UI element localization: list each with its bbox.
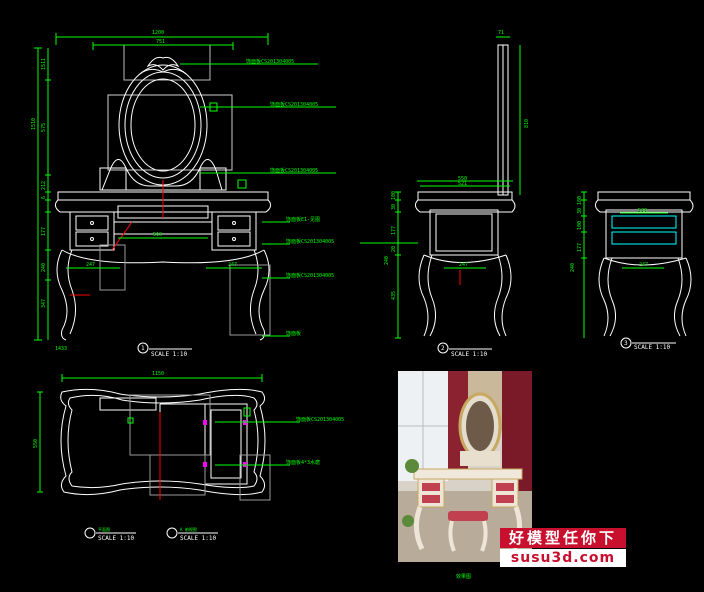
front-centerline <box>70 180 164 296</box>
front-height-6: 240 <box>41 263 47 272</box>
plan-label-two: A 俯视图 <box>180 526 197 532</box>
section-height-3: 100 <box>577 221 583 230</box>
photo-caption: 效果图 <box>456 573 471 580</box>
front-callout-5: 饰面板CS201304005 <box>286 238 334 245</box>
section-scale-label: 3 SCALE 1:10 <box>620 337 676 351</box>
front-height-5: 177 <box>41 227 47 236</box>
plan-depth: 550 <box>33 439 39 448</box>
front-callout-6: 饰面板CS201304005 <box>286 272 334 279</box>
front-dimensions <box>34 33 336 341</box>
side-dim-text: 71 810 550 521 247 100 30 177 20 240 435 <box>384 30 530 300</box>
front-height-4: 6 <box>41 196 47 199</box>
front-height-1: 1511 <box>41 58 47 70</box>
side-leg-span: 247 <box>459 262 468 268</box>
front-height-3: 212 <box>41 181 47 190</box>
front-callout-2: 饰面板CS201304005 <box>270 101 318 108</box>
front-height-8: 1433 <box>55 346 67 352</box>
section-dimensions <box>581 191 668 338</box>
side-scale-label: 2 SCALE 1:10 <box>437 342 492 358</box>
front-leg-span-left: 247 <box>86 262 95 268</box>
front-callout-1: 饰面板CS201304005 <box>246 58 294 65</box>
section-height-2: 30 <box>577 208 583 214</box>
plan-view <box>60 388 266 496</box>
front-label-number: 1 <box>141 345 145 352</box>
plan-width: 1150 <box>152 371 164 377</box>
plan-dim-text: 1150 550 饰面板CS201304005 饰面板4*3水磨 <box>33 371 344 466</box>
side-elevation <box>414 44 516 337</box>
side-height: 810 <box>524 119 530 128</box>
section-leg-span: 247 <box>639 262 648 268</box>
front-height-2: 575 <box>41 123 47 132</box>
side-top-width: 71 <box>498 30 504 36</box>
plan-label-one: 平面图 <box>98 526 110 532</box>
section-dim-text: 530 247 180 30 100 177 240 <box>570 196 648 272</box>
side-label-number: 2 <box>441 345 445 352</box>
plan-callout-2: 饰面板4*3水磨 <box>286 459 320 466</box>
plan-dimensions <box>37 374 300 493</box>
section-label-number: 3 <box>624 340 628 347</box>
watermark-domain: susu3d.com <box>500 549 626 567</box>
section-inner-width: 530 <box>638 208 647 214</box>
front-total-height: 1510 <box>31 118 37 130</box>
side-height-1: 100 <box>391 191 397 200</box>
section-scale: SCALE 1:10 <box>634 344 671 351</box>
front-mirror-width: 751 <box>156 39 165 45</box>
front-callout-4: 饰面板E1-见图 <box>286 216 320 223</box>
side-dimensions <box>360 36 521 339</box>
watermark: 好模型任你下 susu3d.com <box>500 528 626 570</box>
side-inner-width: 521 <box>458 181 467 187</box>
plan-scale-labels: 平面图 SCALE 1:10 A 俯视图 SCALE 1:10 <box>84 526 218 542</box>
section-height-4: 177 <box>577 243 583 252</box>
plan-scale-two: SCALE 1:10 <box>180 535 217 542</box>
side-height-6: 435 <box>391 291 397 300</box>
front-scale-label: 1 SCALE 1:10 <box>137 342 192 358</box>
front-scale: SCALE 1:10 <box>151 351 188 358</box>
front-inner-width: 510 <box>153 232 162 238</box>
side-height-4: 20 <box>391 246 397 252</box>
front-height-7: 347 <box>41 299 47 308</box>
front-callout-3: 饰面板CS201304005 <box>270 167 318 174</box>
plan-guides <box>129 394 271 501</box>
plan-scale-one: SCALE 1:10 <box>98 535 135 542</box>
plan-callout-1: 饰面板CS201304005 <box>296 416 344 423</box>
side-height-3: 177 <box>391 226 397 235</box>
side-scale: SCALE 1:10 <box>451 351 488 358</box>
section-elevation <box>594 191 694 337</box>
side-height-2: 30 <box>391 204 397 210</box>
section-height-1: 180 <box>577 196 583 205</box>
watermark-chinese: 好模型任你下 <box>500 528 626 548</box>
front-overall-width: 1200 <box>152 30 164 36</box>
side-base-width: 550 <box>458 176 467 182</box>
front-dim-text: 1200 751 510 247 247 1510 1511 575 212 6… <box>31 30 334 352</box>
side-height-5: 240 <box>384 256 390 265</box>
front-callout-7: 饰面板 <box>286 330 301 337</box>
section-height-5: 240 <box>570 263 576 272</box>
front-leg-span-right: 247 <box>228 262 237 268</box>
